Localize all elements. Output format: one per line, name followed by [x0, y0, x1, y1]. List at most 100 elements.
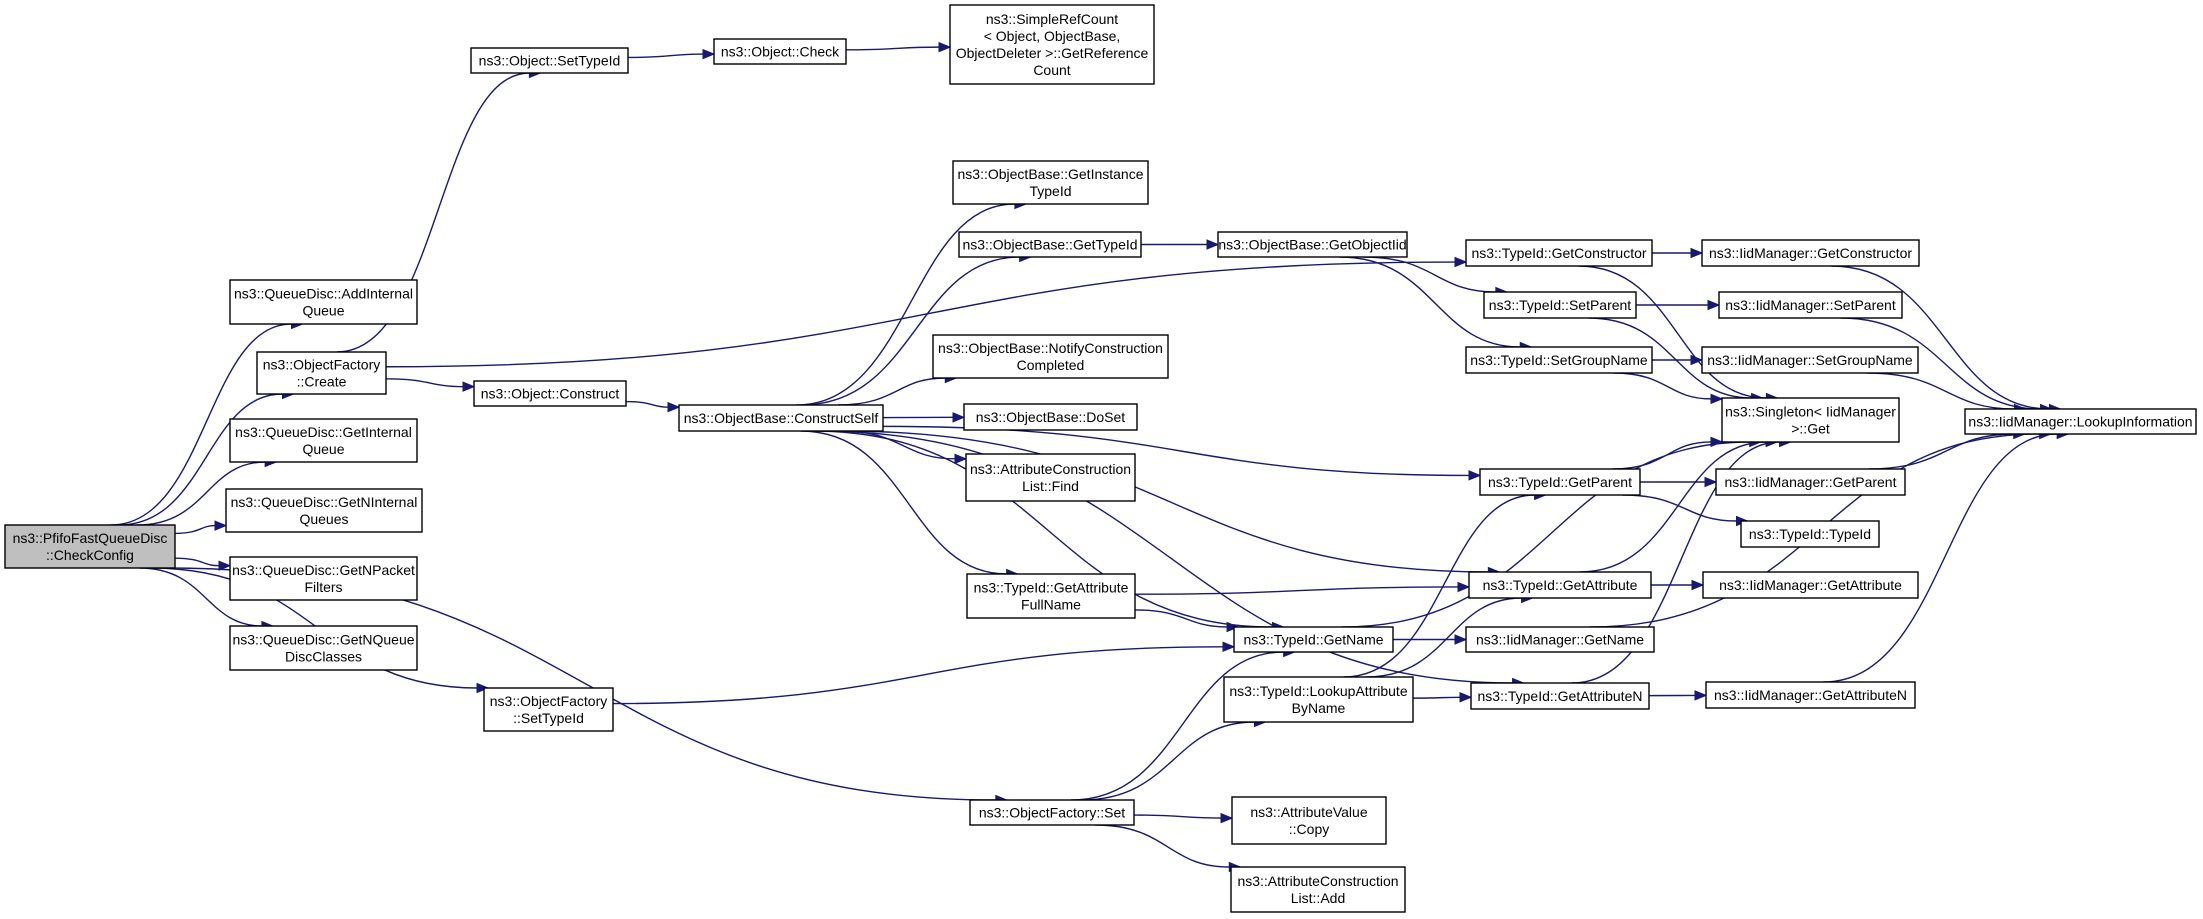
arrowhead-tidsetgroup-to-iidsetgroup	[1690, 354, 1704, 366]
node-tidgetname[interactable]: ns3::TypeId::GetName	[1233, 626, 1394, 653]
node-tidsetparent[interactable]: ns3::TypeId::SetParent	[1483, 291, 1637, 319]
node-objsettid[interactable]: ns3::Object::SetTypeId	[470, 47, 629, 74]
node-obdoset[interactable]: ns3::ObjectBase::DoSet	[963, 403, 1138, 431]
edge-check-to-getnqdc	[139, 567, 262, 627]
node-box	[1483, 291, 1637, 319]
node-iidsetgroup[interactable]: ns3::IidManager::SetGroupName	[1701, 346, 1919, 374]
node-box	[1721, 397, 1900, 443]
edge-tidlookup-to-tidgetattrn	[1412, 696, 1461, 699]
arrowhead-tidsetgroup-to-singleton	[1710, 393, 1724, 405]
node-label-line: ns3::ObjectBase::ConstructSelf	[684, 410, 879, 426]
node-label-line: ns3::TypeId::SetGroupName	[1470, 352, 1648, 368]
node-obconstructself[interactable]: ns3::ObjectBase::ConstructSelf	[678, 404, 884, 432]
node-iidlookup[interactable]: ns3::IidManager::LookupInformation	[1964, 408, 2197, 435]
node-objconstruct[interactable]: ns3::Object::Construct	[473, 380, 627, 407]
node-iidgetctor[interactable]: ns3::IidManager::GetConstructor	[1701, 239, 1920, 267]
arrowhead-ofsettid-to-tidgetname	[1222, 641, 1236, 653]
node-label-line: Filters	[304, 579, 342, 595]
node-label-line: ns3::QueueDisc::GetNQueue	[232, 632, 414, 648]
node-label-line: ns3::IidManager::GetParent	[1725, 474, 1897, 490]
edge-tidgetparent-to-tidtypeid	[1622, 494, 1737, 522]
node-label-line: ns3::AttributeValue	[1250, 804, 1367, 820]
edge-tidgafn-to-tidgetattr	[1134, 586, 1459, 595]
node-ofsettid[interactable]: ns3::ObjectFactory::SetTypeId	[483, 687, 614, 732]
node-label-line: ns3::Object::Construct	[481, 386, 620, 402]
node-label-line: ::Copy	[1289, 821, 1329, 837]
node-srcount[interactable]: ns3::SimpleRefCount< Object, ObjectBase,…	[949, 4, 1155, 85]
edge-iidgetattrn-to-iidlookup	[1823, 433, 2058, 683]
arrowhead-tidgetattr-to-iidgetattr	[1691, 579, 1705, 591]
arrowhead-ofcreate-to-objconstruct	[462, 381, 476, 392]
node-avcopy[interactable]: ns3::AttributeValue::Copy	[1231, 796, 1387, 845]
arrowhead-tidgetname-to-iidgetname	[1454, 634, 1468, 645]
edge-tidsetparent-to-singleton	[1588, 317, 1752, 399]
node-iidgetattrn[interactable]: ns3::IidManager::GetAttributeN	[1705, 681, 1916, 709]
edge-obconstructself-to-obgetinst	[795, 203, 1015, 406]
node-box	[1470, 682, 1650, 710]
node-label-line: Completed	[1017, 357, 1085, 373]
node-iidsetparent[interactable]: ns3::IidManager::SetParent	[1718, 291, 1903, 319]
edge-check-to-getniq	[174, 524, 216, 535]
node-label-line: ::CheckConfig	[46, 547, 134, 563]
node-label-line: ns3::Object::Check	[721, 44, 840, 60]
node-label-line: ns3::IidManager::SetParent	[1725, 297, 1896, 313]
node-label-line: ObjectDeleter >::GetReference	[956, 45, 1149, 61]
arrowhead-tidgafn-to-tidgetname	[1226, 621, 1240, 633]
node-ofset[interactable]: ns3::ObjectFactory::Set	[969, 799, 1135, 826]
node-tidgetparent[interactable]: ns3::TypeId::GetParent	[1479, 468, 1641, 496]
edge-tidgetattrn-to-singleton	[1571, 441, 1780, 684]
node-label-line: DiscClasses	[285, 649, 362, 665]
edge-check-to-getnpf	[174, 557, 220, 567]
edge-obconstructself-to-tidgetattrn	[817, 430, 1513, 684]
node-box	[473, 380, 627, 407]
edge-obconstructself-to-tidgetattr	[841, 430, 1489, 573]
node-box	[966, 573, 1136, 619]
edge-ofcreate-to-objsettid	[336, 72, 530, 353]
node-label-line: ns3::IidManager::LookupInformation	[1968, 414, 2192, 430]
node-label-line: ns3::ObjectBase::GetObjectIid	[1218, 237, 1406, 253]
node-label-line: List::Add	[1291, 890, 1345, 906]
node-objcheck[interactable]: ns3::Object::Check	[713, 38, 847, 65]
node-ofcreate[interactable]: ns3::ObjectFactory::Create	[256, 351, 387, 395]
node-box	[958, 231, 1142, 258]
node-obnotify[interactable]: ns3::ObjectBase::NotifyConstructionCompl…	[932, 334, 1169, 379]
node-box	[1715, 468, 1906, 496]
node-tidgetctor[interactable]: ns3::TypeId::GetConstructor	[1465, 239, 1653, 267]
node-label-line: ns3::AttributeConstruction	[1237, 873, 1398, 889]
node-tidsetgroup[interactable]: ns3::TypeId::SetGroupName	[1465, 346, 1653, 374]
node-box	[1964, 408, 2197, 435]
node-obgettid[interactable]: ns3::ObjectBase::GetTypeId	[958, 231, 1142, 258]
arrowhead-tidgafn-to-tidgetattr	[1457, 581, 1471, 593]
edge-iidgetctor-to-iidlookup	[1831, 265, 2050, 410]
edge-obconstructself-to-obgettid	[801, 256, 1020, 406]
node-tidgetattrn[interactable]: ns3::TypeId::GetAttributeN	[1470, 682, 1650, 710]
node-iidgetattr[interactable]: ns3::IidManager::GetAttribute	[1702, 571, 1919, 599]
node-tidtypeid[interactable]: ns3::TypeId::TypeId	[1740, 520, 1880, 548]
node-label-line: ns3::AttributeConstruction	[970, 461, 1131, 477]
node-label-line: ns3::ObjectFactory	[490, 693, 608, 709]
node-singleton[interactable]: ns3::Singleton< IidManager>::Get	[1721, 397, 1900, 443]
node-box	[1230, 866, 1406, 913]
node-obgetoiid[interactable]: ns3::ObjectBase::GetObjectIid	[1217, 231, 1408, 258]
node-label-line: ns3::IidManager::GetAttributeN	[1714, 687, 1907, 703]
node-iidgetname[interactable]: ns3::IidManager::GetName	[1465, 626, 1655, 653]
node-box	[1479, 468, 1641, 496]
node-check[interactable]: ns3::PfifoFastQueueDisc::CheckConfig	[4, 524, 176, 569]
edge-ofset-to-tidlookup	[1081, 721, 1255, 801]
node-iidgetparent[interactable]: ns3::IidManager::GetParent	[1715, 468, 1906, 496]
nodes-layer: ns3::PfifoFastQueueDisc::CheckConfigns3:…	[4, 4, 2197, 913]
node-tidgetattr[interactable]: ns3::TypeId::GetAttribute	[1468, 571, 1652, 599]
edge-obgetoiid-to-tidsetgroup	[1339, 256, 1521, 348]
node-box	[483, 687, 614, 732]
